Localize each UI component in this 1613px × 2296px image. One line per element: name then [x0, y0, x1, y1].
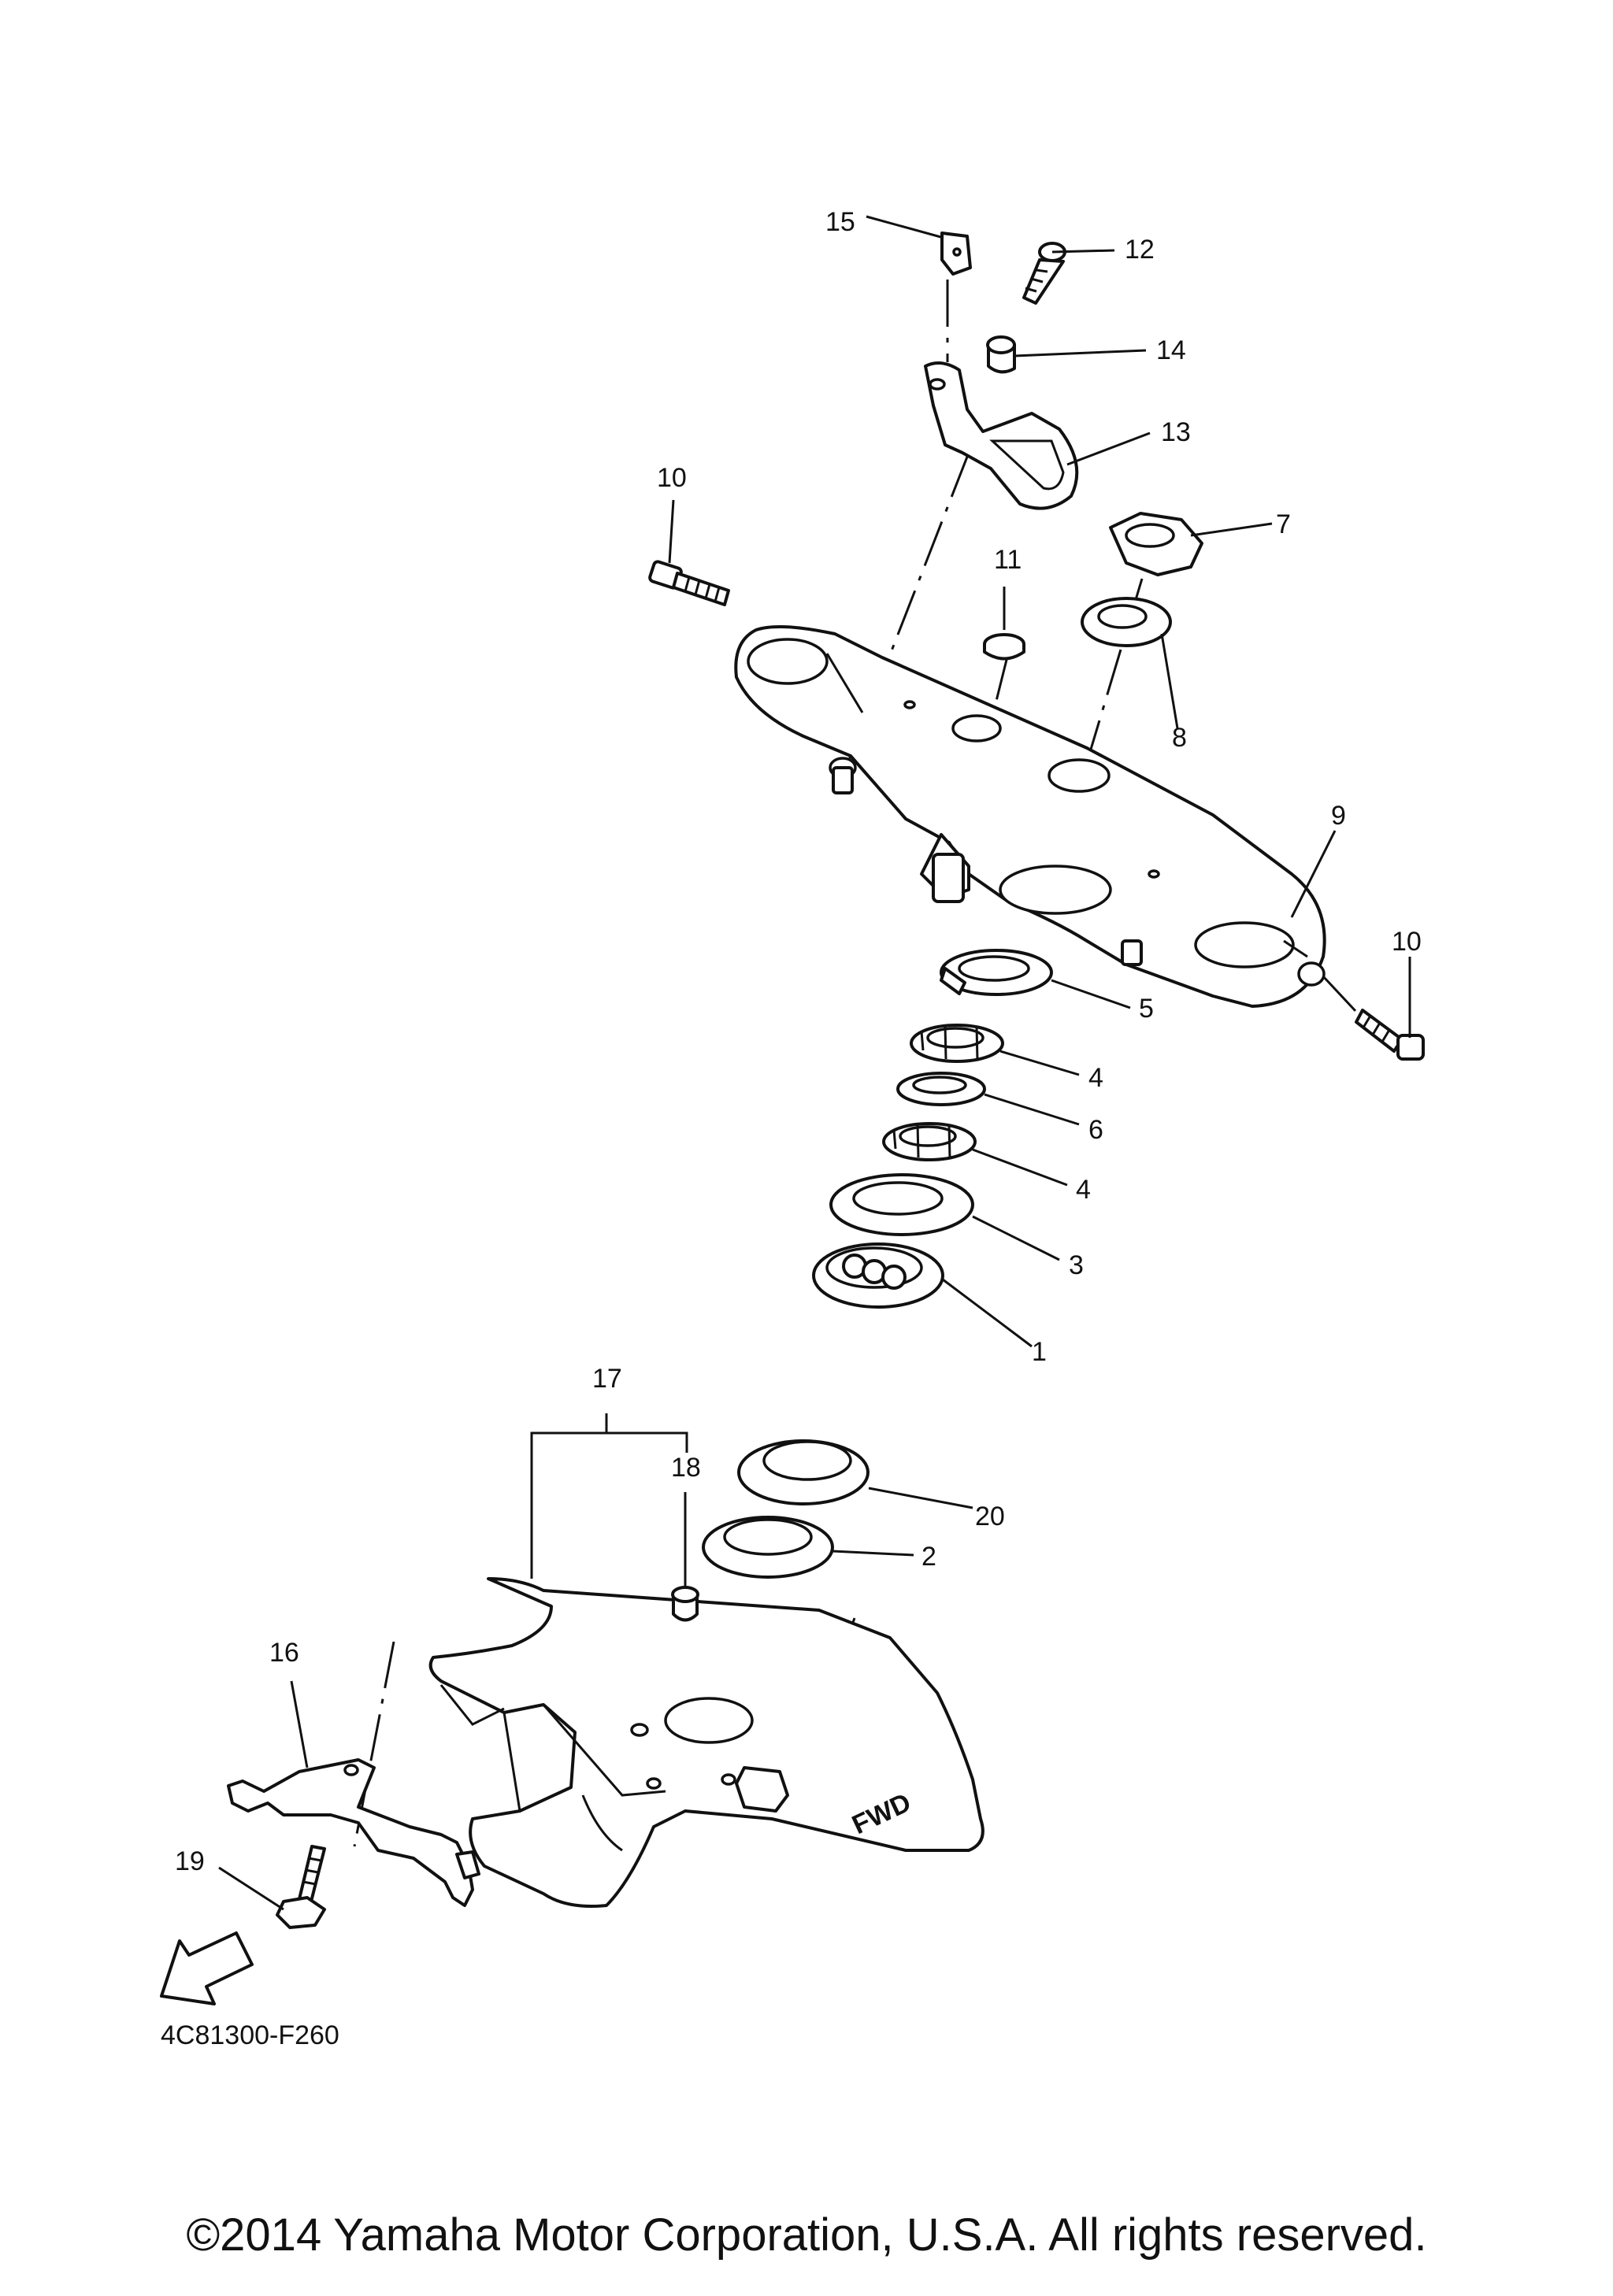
- callout-8: 8: [1172, 723, 1187, 753]
- callout-16: 16: [269, 1638, 299, 1668]
- callout-2: 2: [921, 1542, 936, 1572]
- callout-10-left: 10: [657, 463, 687, 493]
- callout-18: 18: [671, 1453, 701, 1483]
- callout-17: 17: [592, 1364, 622, 1394]
- washer-6: [896, 1072, 986, 1106]
- collar-14: [986, 335, 1016, 374]
- bolt-10-right: [1322, 975, 1425, 1061]
- callout-4-upper: 4: [1088, 1063, 1103, 1093]
- cover-3: [829, 1173, 974, 1236]
- callout-3: 3: [1069, 1250, 1084, 1280]
- callout-9: 9: [1331, 801, 1346, 831]
- seal-2: [702, 1516, 834, 1579]
- bolt-10-left: [648, 560, 730, 606]
- washer-8: [1081, 597, 1172, 647]
- bracket-17: [530, 1413, 688, 1579]
- bushing-18: [671, 1586, 699, 1622]
- callout-13: 13: [1161, 417, 1191, 447]
- callout-15: 15: [825, 207, 855, 237]
- callout-10-right: 10: [1392, 927, 1422, 957]
- callout-11: 11: [994, 545, 1022, 575]
- copyright-notice: ©2014 Yamaha Motor Corporation, U.S.A. A…: [186, 2209, 1427, 2261]
- callout-14: 14: [1156, 335, 1186, 365]
- callout-20: 20: [975, 1502, 1005, 1531]
- diagram-code: 4C81300-F260: [161, 2020, 339, 2050]
- cap-11: [983, 633, 1025, 661]
- lock-washer-5: [940, 949, 1053, 996]
- ring-nut-4-lower: [882, 1122, 977, 1161]
- bearing-1: [812, 1242, 944, 1309]
- nut-7: [1109, 512, 1203, 576]
- clip-15: [940, 231, 972, 276]
- callout-7: 7: [1276, 509, 1291, 539]
- upper-bracket-9: [734, 625, 1326, 1008]
- callout-19: 19: [175, 1846, 205, 1876]
- race-20: [737, 1439, 870, 1505]
- callout-4-lower: 4: [1076, 1175, 1091, 1205]
- callout-1: 1: [1032, 1337, 1047, 1367]
- bolt-19: [276, 1845, 326, 1929]
- ring-nut-4-upper: [910, 1024, 1004, 1063]
- under-bracket-17: [428, 1577, 984, 1908]
- callout-5: 5: [1139, 994, 1154, 1024]
- stay-13: [924, 361, 1079, 510]
- holder-16: [227, 1758, 480, 1907]
- callout-6: 6: [1088, 1115, 1103, 1145]
- callout-labels: 15 12 14 13 10 11 7 8 9 10 5 4 6 4 3 1 1…: [175, 207, 1422, 1876]
- callout-12: 12: [1125, 235, 1155, 265]
